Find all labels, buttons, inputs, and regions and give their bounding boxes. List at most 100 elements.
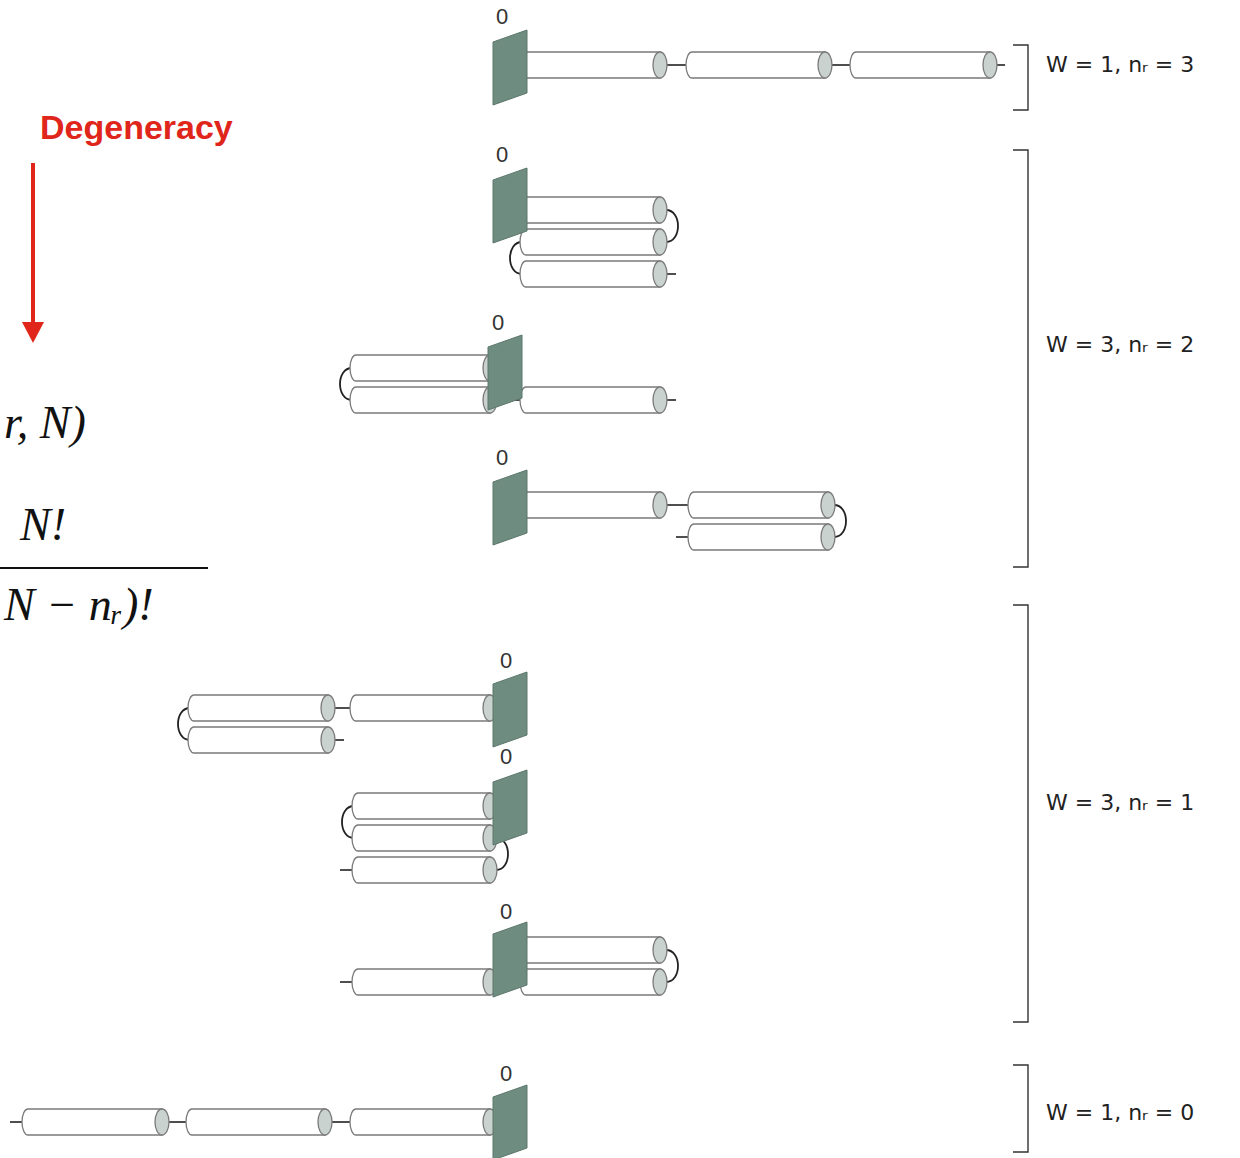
rod-body bbox=[520, 387, 660, 413]
origin-label: 0 bbox=[500, 899, 512, 925]
rod-body bbox=[350, 355, 490, 381]
rod-segment bbox=[520, 969, 667, 995]
rod-body bbox=[352, 969, 490, 995]
chain-links bbox=[10, 65, 1005, 1122]
hairpin-link bbox=[666, 210, 678, 242]
rod-body bbox=[188, 695, 328, 721]
chain-link bbox=[667, 64, 686, 66]
rod-cap bbox=[653, 52, 667, 78]
rod-body bbox=[520, 52, 660, 78]
rod-body bbox=[688, 524, 828, 550]
anchor-wall bbox=[493, 1085, 527, 1158]
chain-link bbox=[340, 869, 352, 871]
arrow-head bbox=[22, 322, 44, 343]
origin-label: 0 bbox=[492, 310, 504, 336]
hairpins bbox=[178, 210, 846, 982]
fraction-bar bbox=[0, 567, 208, 569]
origin-label: 0 bbox=[496, 142, 508, 168]
segments bbox=[22, 52, 997, 1135]
chain-link bbox=[667, 273, 676, 275]
rod-cap bbox=[653, 229, 667, 255]
rod-body bbox=[850, 52, 990, 78]
rod-cap bbox=[653, 197, 667, 223]
group-bracket bbox=[1013, 1065, 1028, 1152]
rod-cap bbox=[653, 937, 667, 963]
rod-body bbox=[352, 793, 490, 819]
rod-segment bbox=[350, 355, 497, 381]
anchor-wall bbox=[493, 30, 527, 105]
rod-segment bbox=[850, 52, 997, 78]
anchor-wall bbox=[493, 470, 527, 545]
rod-segment bbox=[186, 1109, 332, 1135]
group-bracket bbox=[1013, 605, 1028, 1022]
rod-segment bbox=[350, 695, 497, 721]
formula-part: N − nᵣ)! bbox=[4, 578, 154, 631]
rod-cap bbox=[321, 695, 335, 721]
chain-link bbox=[667, 399, 676, 401]
hairpin-link bbox=[834, 505, 846, 537]
rod-segment bbox=[520, 229, 667, 255]
rod-segment bbox=[188, 727, 335, 753]
rod-body bbox=[522, 492, 660, 518]
chain-link bbox=[169, 1121, 186, 1123]
pointer-arrow bbox=[31, 163, 35, 328]
rod-body bbox=[352, 857, 490, 883]
rod-body bbox=[350, 695, 490, 721]
rod-segment bbox=[520, 261, 667, 287]
degeneracy-title: Degeneracy bbox=[40, 108, 233, 147]
rod-cap bbox=[318, 1109, 332, 1135]
anchor-wall bbox=[488, 335, 522, 410]
anchor-wall bbox=[493, 922, 527, 997]
rod-segment bbox=[522, 492, 667, 518]
rod-cap bbox=[653, 387, 667, 413]
chain-link bbox=[676, 536, 688, 538]
chain-link bbox=[335, 707, 350, 709]
rod-segment bbox=[520, 197, 667, 223]
hairpin-link bbox=[666, 950, 678, 982]
rod-body bbox=[186, 1109, 325, 1135]
rod-cap bbox=[653, 261, 667, 287]
rod-segment bbox=[22, 1109, 169, 1135]
rod-segment bbox=[352, 969, 497, 995]
rod-segment bbox=[520, 52, 667, 78]
rod-segment bbox=[352, 793, 497, 819]
rod-cap bbox=[821, 524, 835, 550]
rod-body bbox=[520, 261, 660, 287]
origin-label: 0 bbox=[500, 744, 512, 770]
rod-body bbox=[350, 1109, 490, 1135]
state-label: W = 1, nᵣ = 3 bbox=[1046, 52, 1194, 77]
rod-segment bbox=[686, 52, 832, 78]
state-label: W = 3, nᵣ = 1 bbox=[1046, 790, 1194, 815]
chain-link bbox=[667, 504, 688, 506]
state-label: W = 1, nᵣ = 0 bbox=[1046, 1100, 1194, 1125]
rod-cap bbox=[821, 492, 835, 518]
rod-body bbox=[520, 969, 660, 995]
group-bracket bbox=[1013, 45, 1028, 110]
rod-cap bbox=[818, 52, 832, 78]
rod-body bbox=[350, 387, 490, 413]
anchor-wall bbox=[493, 168, 527, 243]
chain-link bbox=[332, 1121, 350, 1123]
walls bbox=[488, 30, 527, 1158]
formula-part: r, N) bbox=[4, 396, 86, 449]
rod-segment bbox=[352, 825, 497, 851]
rod-segment bbox=[688, 492, 835, 518]
rod-body bbox=[686, 52, 825, 78]
chain-link bbox=[997, 64, 1005, 66]
rod-cap bbox=[483, 857, 497, 883]
rod-body bbox=[22, 1109, 162, 1135]
origin-label: 0 bbox=[500, 648, 512, 674]
chain-link bbox=[10, 1121, 22, 1123]
rod-body bbox=[520, 197, 660, 223]
rod-segment bbox=[688, 524, 835, 550]
rod-segment bbox=[350, 387, 497, 413]
chain-link bbox=[832, 64, 850, 66]
origin-label: 0 bbox=[496, 445, 508, 471]
state-label: W = 3, nᵣ = 2 bbox=[1046, 332, 1194, 357]
rod-body bbox=[520, 229, 660, 255]
rod-body bbox=[188, 727, 328, 753]
rod-cap bbox=[983, 52, 997, 78]
group-bracket bbox=[1013, 150, 1028, 567]
